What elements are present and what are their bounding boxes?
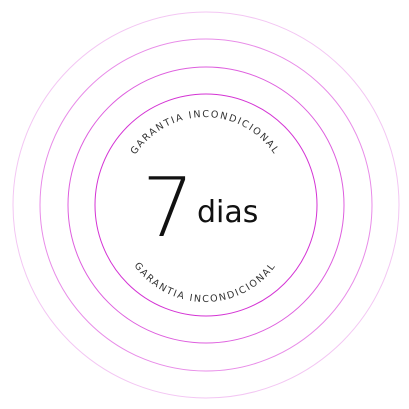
days-number: 7 [142, 161, 194, 256]
bottom-arc-text: GARANTIA INCONDICIONAL [132, 260, 279, 305]
ring-inner [94, 93, 318, 317]
top-arc-text: GARANTIA INCONDICIONAL [129, 109, 282, 157]
ring-outer [39, 38, 373, 372]
ring-outermost [12, 11, 400, 399]
bottom-arc-textpath: GARANTIA INCONDICIONAL [132, 260, 277, 305]
top-arc-textpath: GARANTIA INCONDICIONAL [129, 109, 280, 157]
ring-middle [67, 66, 345, 344]
days-unit-label: dias [197, 195, 258, 230]
